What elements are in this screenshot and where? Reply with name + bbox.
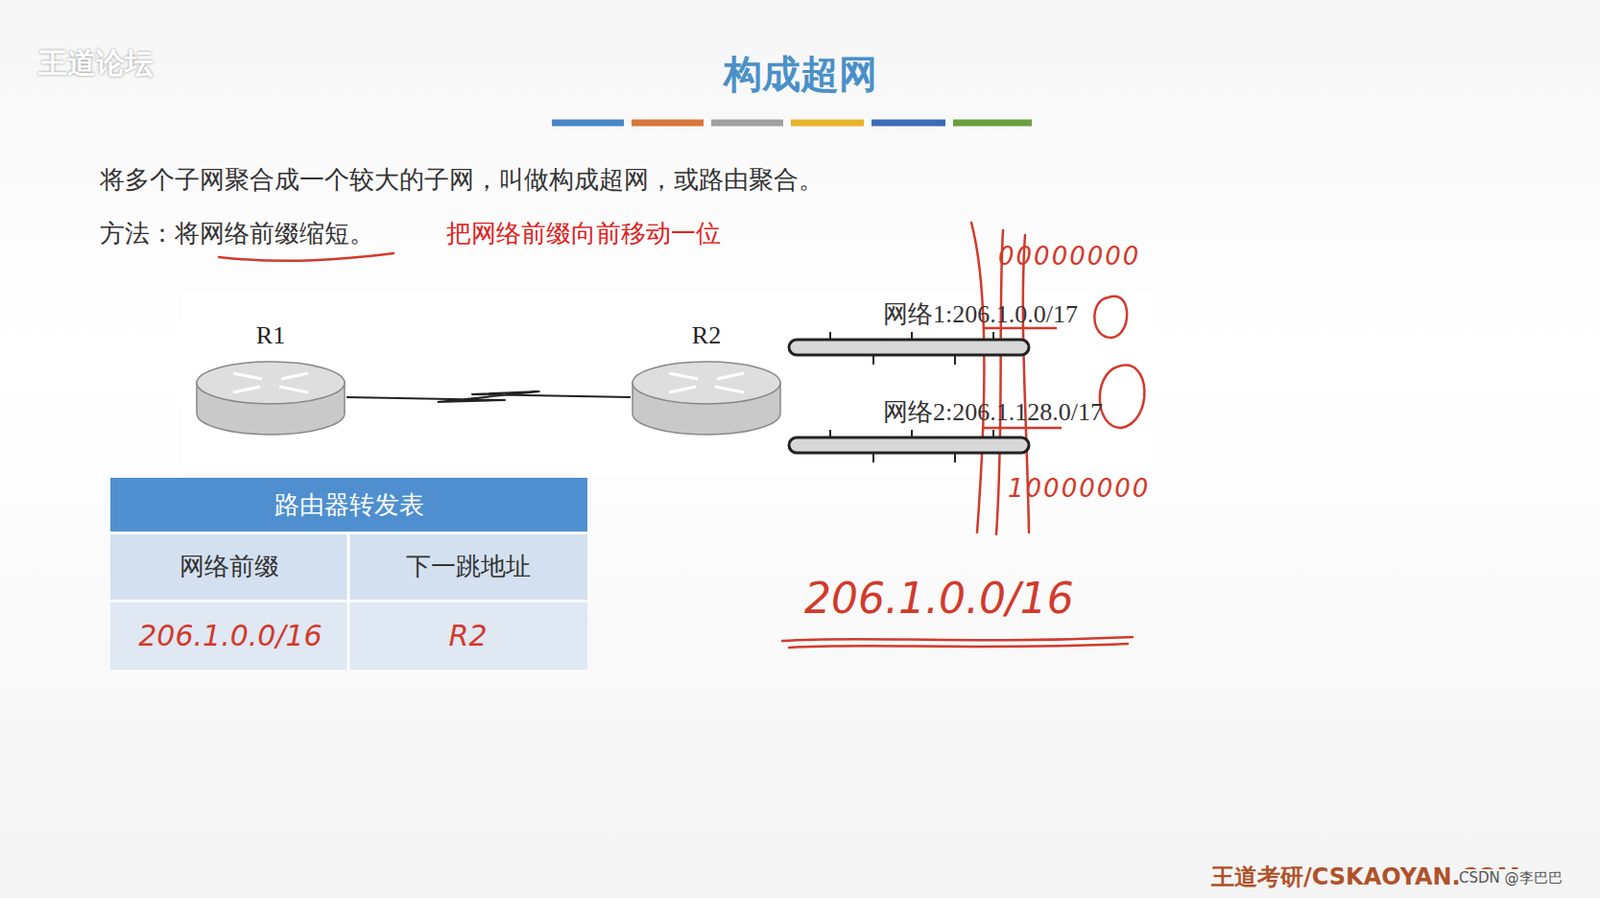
- table-header: 下一跳地址: [348, 549, 588, 584]
- diagram-panel: [182, 292, 1152, 476]
- watermark: CSDN @李巴巴: [1458, 869, 1563, 888]
- table-cell: 206.1.0.0/16: [115, 619, 346, 653]
- table-title: 路由器转发表: [110, 477, 588, 532]
- watermark: 王道论坛: [38, 44, 154, 84]
- table-title-band: 路由器转发表: [110, 477, 588, 532]
- binary-note: 10000000: [1007, 474, 1150, 503]
- body-text: 将多个子网聚合成一个较大的子网，叫做构成超网，或路由聚合。: [99, 163, 824, 197]
- table-cell: R2: [348, 619, 588, 653]
- serial-link: [346, 391, 631, 403]
- table-grid: [110, 477, 588, 670]
- network-label: 网络2:206.1.128.0/17: [883, 395, 1104, 430]
- slide-title: 构成超网: [0, 47, 1600, 101]
- red-note: 把网络前缀向前移动一位: [446, 216, 721, 251]
- color-bars: [551, 119, 1032, 127]
- network-label: 网络1:206.1.0.0/17: [883, 297, 1104, 333]
- router: R1: [194, 321, 347, 439]
- router-icon: [194, 354, 347, 439]
- router-name: R1: [194, 321, 347, 355]
- body-text: 方法：将网络前缀缩短。: [99, 216, 375, 251]
- binary-note: 00000000: [998, 241, 1141, 271]
- network-bus: 网络1:206.1.0.0/17: [787, 297, 1104, 365]
- handwritten-marks: [218, 222, 1145, 648]
- bus-bar: [787, 332, 1037, 365]
- result-note: 206.1.0.0/16: [804, 573, 1075, 623]
- router-icon: [630, 354, 783, 439]
- router-name: R2: [630, 321, 783, 355]
- router: R2: [630, 321, 783, 439]
- network-bus: 网络2:206.1.128.0/17: [787, 395, 1104, 463]
- bus-bar: [787, 429, 1037, 463]
- table-header: 网络前缀: [110, 549, 349, 584]
